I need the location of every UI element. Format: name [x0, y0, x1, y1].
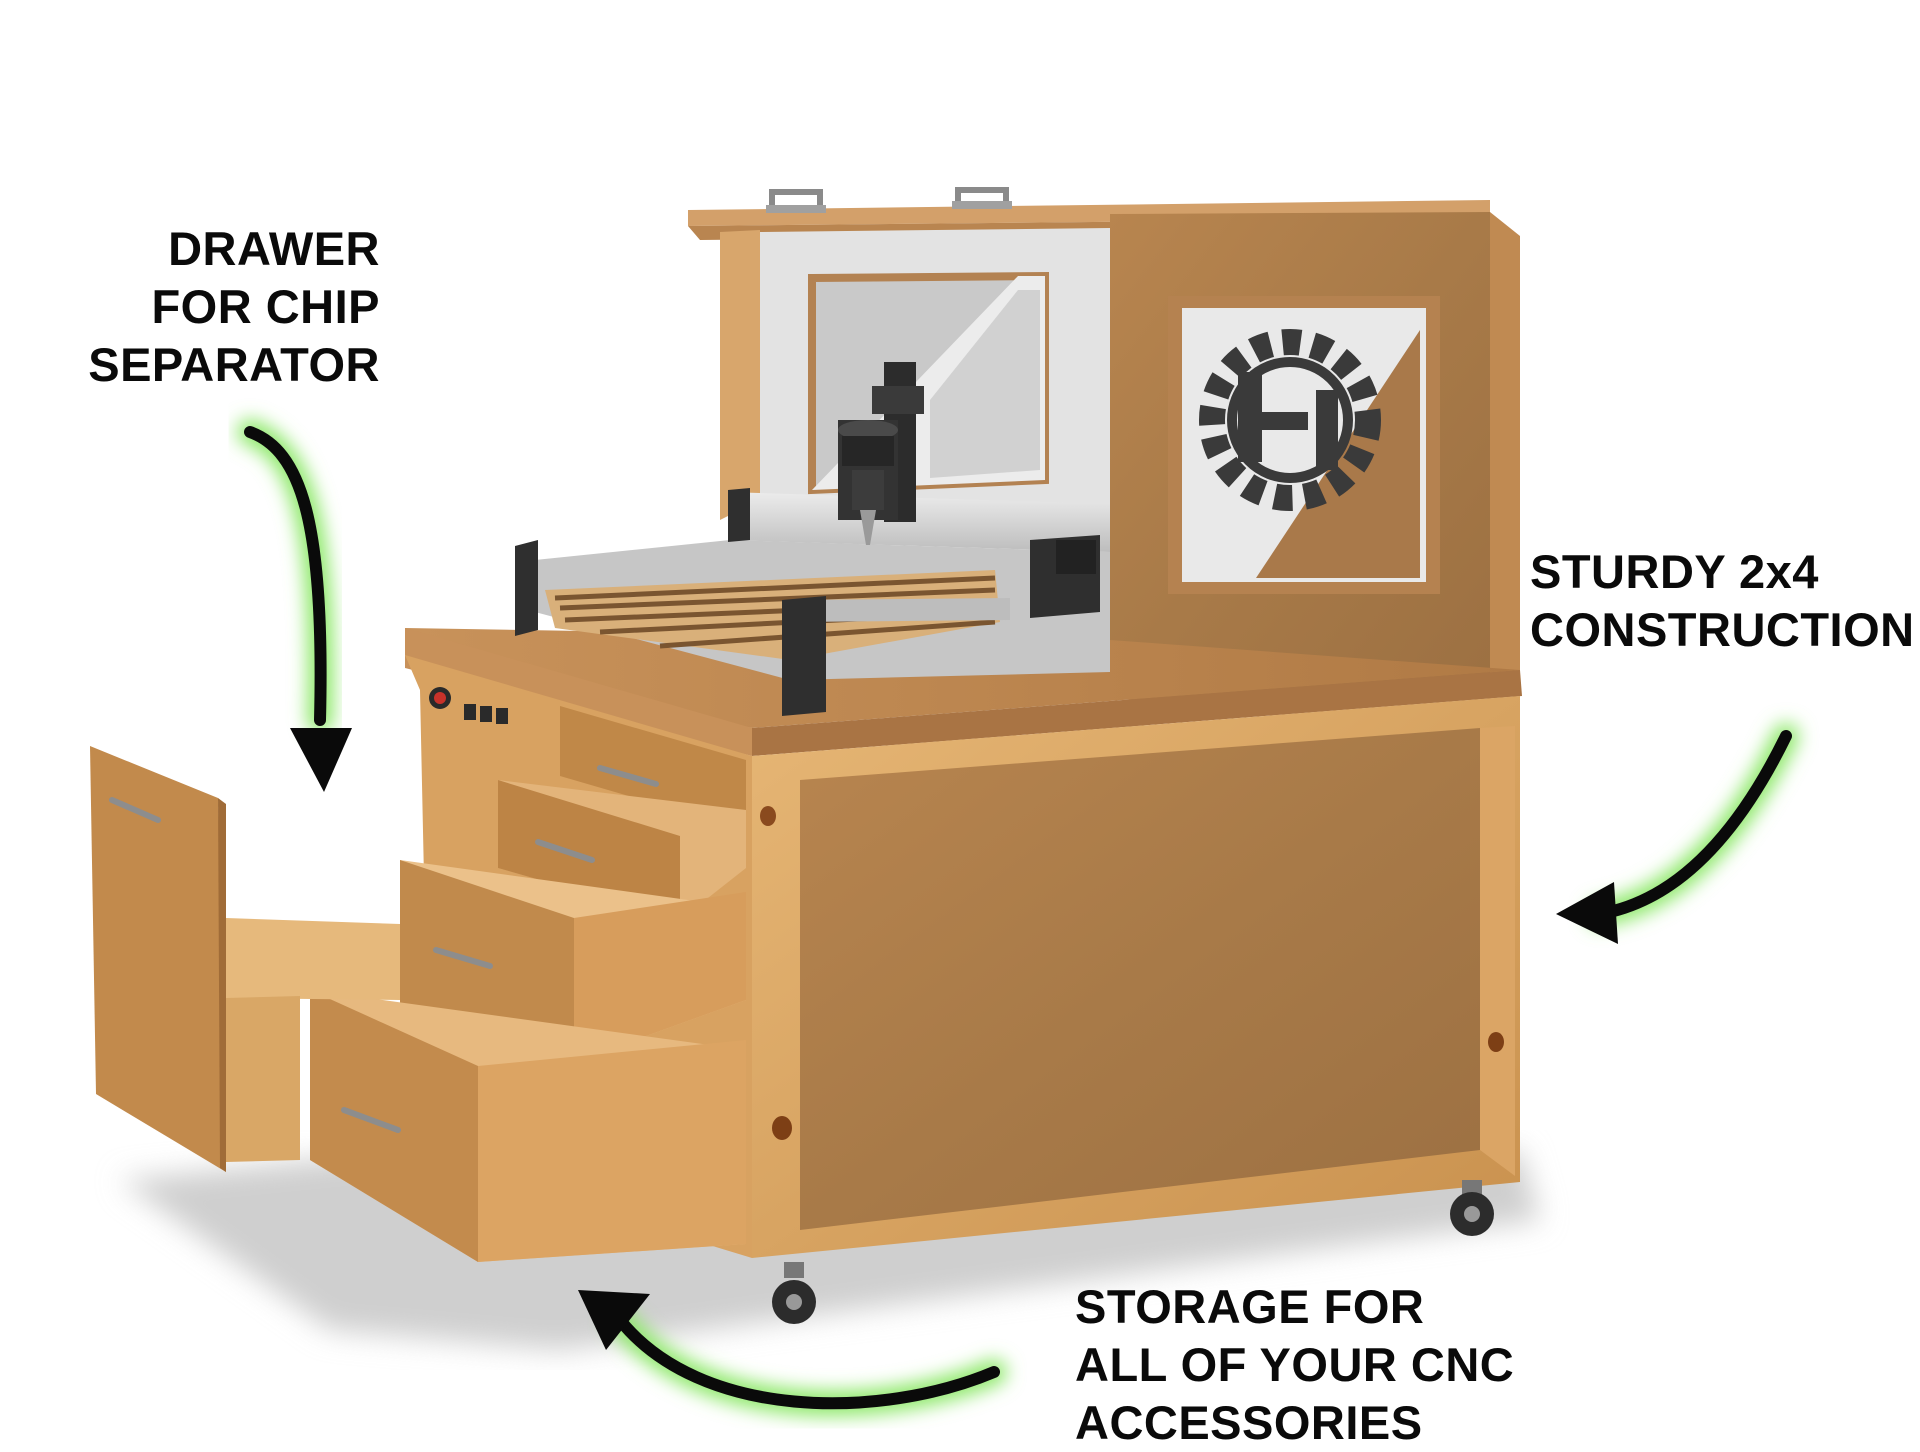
callout-line: STORAGE FOR: [1075, 1280, 1425, 1333]
callout-line: ALL OF YOUR CNC: [1075, 1338, 1515, 1391]
lid-handle-icon: [766, 189, 826, 213]
callout-line: STURDY 2x4: [1530, 545, 1819, 598]
power-switch-icon: [429, 687, 508, 724]
curved-arrow-icon: [237, 419, 352, 792]
callout-chip-separator-drawer: DRAWER FOR CHIP SEPARATOR: [70, 220, 380, 394]
caster-wheel-icon: [1450, 1180, 1494, 1236]
callout-line: DRAWER: [168, 222, 380, 275]
callout-line: ACCESSORIES: [1075, 1396, 1423, 1449]
caster-wheel-icon: [772, 1262, 816, 1324]
callout-accessory-storage: STORAGE FOR ALL OF YOUR CNC ACCESSORIES: [1075, 1278, 1514, 1452]
lid-handle-icon: [952, 187, 1012, 209]
drawer-handle-icon: [535, 839, 595, 863]
curved-arrow-icon: [1556, 723, 1799, 944]
drawer-handle-icon: [433, 947, 493, 969]
drawer-handle-icon: [597, 765, 659, 787]
drawers: [90, 706, 746, 1262]
drawer-handle-icon: [341, 1107, 401, 1133]
curved-arrow-icon: [578, 1290, 1007, 1417]
cnc-machine: [515, 362, 1110, 716]
callout-sturdy-construction: STURDY 2x4 CONSTRUCTION: [1530, 543, 1915, 659]
table-top: [405, 628, 1522, 756]
callout-line: SEPARATOR: [88, 338, 380, 391]
callout-line: CONSTRUCTION: [1530, 603, 1915, 656]
enclosure: [688, 187, 1520, 700]
drawer-handle-icon: [109, 797, 161, 823]
callout-line: FOR CHIP: [151, 280, 380, 333]
workshop-logo-icon: [1199, 329, 1381, 511]
